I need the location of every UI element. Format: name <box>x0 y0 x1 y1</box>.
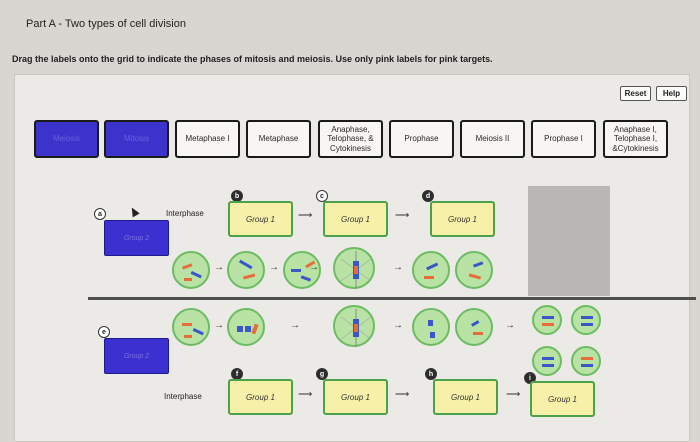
arrow-icon: ⟶ <box>395 210 410 221</box>
row-divider <box>88 297 696 300</box>
label-prophase[interactable]: Prophase <box>389 120 454 158</box>
cell-image <box>227 251 265 289</box>
arrow-icon: → <box>393 262 403 273</box>
label-metaphase-i[interactable]: Metaphase I <box>175 120 240 158</box>
cell-image <box>412 308 450 346</box>
cell-image <box>227 308 265 346</box>
cell-image <box>333 305 375 347</box>
cell-image <box>455 308 493 346</box>
arrow-icon: → <box>269 262 279 273</box>
label-meiosis[interactable]: Meiosis <box>34 120 99 158</box>
arrow-icon: → <box>309 262 319 273</box>
target-c[interactable]: Group 1 <box>323 201 388 237</box>
cell-image <box>455 251 493 289</box>
letter-a: a <box>94 208 106 220</box>
target-e[interactable]: Group 2 <box>104 338 169 374</box>
interphase-label-bottom: Interphase <box>164 392 202 401</box>
arrow-icon: ⟶ <box>298 389 313 400</box>
interphase-label-top: Interphase <box>166 209 204 218</box>
cell-image <box>333 247 375 289</box>
target-b[interactable]: Group 1 <box>228 201 293 237</box>
cell-image <box>571 305 601 335</box>
cell-image <box>172 251 210 289</box>
label-prophase-i[interactable]: Prophase I <box>531 120 596 158</box>
arrow-icon: → <box>393 320 403 331</box>
letter-c: c <box>316 190 328 202</box>
arrow-icon: → <box>214 320 224 331</box>
label-anaphase-telophase-cytokinesis[interactable]: Anaphase, Telophase, & Cytokinesis <box>318 120 383 158</box>
part-title: Part A - Two types of cell division <box>26 18 186 30</box>
arrow-icon: ⟶ <box>298 210 313 221</box>
letter-e: e <box>98 326 110 338</box>
letter-d: d <box>422 190 434 202</box>
arrow-icon: ⟶ <box>506 389 521 400</box>
reset-button[interactable]: Reset <box>620 86 651 101</box>
target-d[interactable]: Group 1 <box>430 201 495 237</box>
target-a[interactable]: Group 2 <box>104 220 169 256</box>
label-anaphase-i-telophase-i-cytokinesis[interactable]: Anaphase I, Telophase I, &Cytokinesis <box>603 120 668 158</box>
arrow-icon: ⟶ <box>395 389 410 400</box>
target-i[interactable]: Group 1 <box>530 381 595 417</box>
target-h[interactable]: Group 1 <box>433 379 498 415</box>
cell-image <box>283 251 321 289</box>
target-g[interactable]: Group 1 <box>323 379 388 415</box>
instructions: Drag the labels onto the grid to indicat… <box>12 54 493 64</box>
cell-image <box>571 346 601 376</box>
cell-image <box>532 305 562 335</box>
label-mitosis[interactable]: Mitosis <box>104 120 169 158</box>
gray-target-area[interactable] <box>528 186 610 296</box>
cell-image <box>532 346 562 376</box>
help-button[interactable]: Help <box>656 86 687 101</box>
letter-h: h <box>425 368 437 380</box>
arrow-icon: → <box>290 320 300 331</box>
label-meiosis-ii[interactable]: Meiosis II <box>460 120 525 158</box>
arrow-icon: → <box>505 320 515 331</box>
arrow-icon: → <box>214 262 224 273</box>
cell-image <box>172 308 210 346</box>
target-f[interactable]: Group 1 <box>228 379 293 415</box>
label-metaphase[interactable]: Metaphase <box>246 120 311 158</box>
cell-image <box>412 251 450 289</box>
letter-g: g <box>316 368 328 380</box>
